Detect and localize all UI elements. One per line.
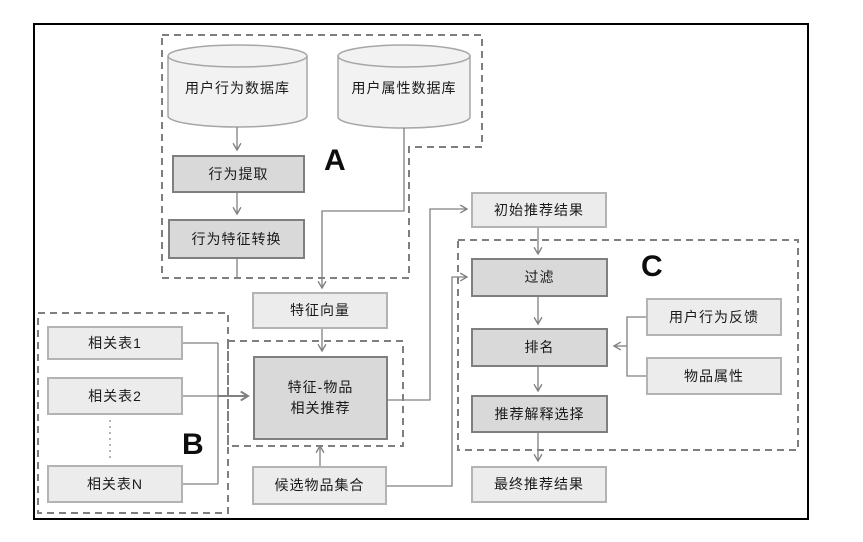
connector-feedback-attrs-join	[626, 316, 646, 377]
node-candidate-item-set: 候选物品集合	[252, 466, 387, 505]
connector-featureitem-to-initial	[388, 209, 467, 401]
dashed-region-b	[37, 312, 229, 514]
dashed-region-feature-item	[227, 340, 404, 447]
node-feature-vector: 特征向量	[252, 292, 388, 329]
dashed-region-c	[457, 239, 799, 451]
node-ranking: 排名	[471, 328, 608, 367]
node-behavior-feature-transform: 行为特征转换	[168, 219, 305, 259]
node-feature-item-recommendation: 特征-物品 相关推荐	[253, 356, 388, 440]
node-user-behavior-feedback: 用户行为反馈	[646, 298, 782, 336]
node-related-table-2: 相关表2	[47, 377, 183, 415]
node-initial-recommendation-result: 初始推荐结果	[471, 192, 607, 228]
node-related-table-1: 相关表1	[47, 326, 183, 360]
node-filter: 过滤	[471, 258, 608, 297]
node-final-recommendation-result: 最终推荐结果	[471, 466, 607, 503]
section-label-a: A	[324, 144, 346, 177]
node-related-table-n: 相关表N	[47, 465, 183, 503]
cylinder-user-attr-db	[337, 44, 471, 129]
node-user-attr-db: 用户属性数据库	[351, 80, 457, 96]
node-recommendation-explanation-selection: 推荐解释选择	[471, 395, 608, 433]
connector-candidates-to-filter	[387, 277, 467, 487]
dashed-region-a	[161, 34, 483, 279]
node-behavior-extraction: 行为提取	[172, 155, 305, 193]
connector-attrdb-to-featurevector	[322, 128, 405, 288]
section-label-c: C	[641, 250, 663, 283]
connector-related-tables-bus	[183, 342, 219, 485]
section-label-b: B	[182, 428, 204, 461]
node-item-attributes: 物品属性	[646, 357, 782, 395]
node-user-behavior-db: 用户行为数据库	[185, 80, 290, 96]
